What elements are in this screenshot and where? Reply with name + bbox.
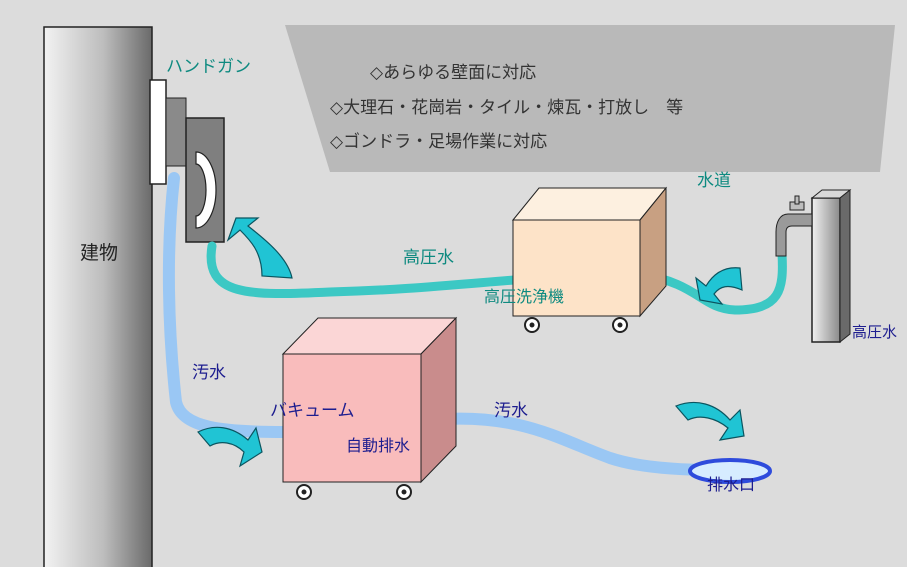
drain-outlet-ring (688, 458, 772, 484)
arrow-to-vacuum-icon (197, 426, 263, 468)
arrow-to-hand-gun-icon (226, 217, 293, 279)
tap-water-label: 水道 (697, 171, 731, 191)
vacuum-label: バキューム (270, 401, 355, 421)
hand-gun-label: ハンドガン (166, 57, 251, 77)
high-pressure-hose-left (206, 241, 519, 299)
waste-water-left-label: 汚水 (192, 363, 226, 383)
faucet-high-pressure-label: 高圧水 (852, 323, 898, 341)
high-pressure-washer-box (511, 186, 668, 318)
high-pressure-washer-wheels (524, 317, 628, 333)
vacuum-box (281, 316, 458, 484)
waste-water-hose-right (424, 412, 721, 476)
waste-water-right-label: 汚水 (494, 401, 528, 421)
hand-gun-back-plate (165, 97, 187, 167)
feature-notes-banner (285, 25, 895, 172)
wall-strip (149, 79, 167, 185)
high-pressure-washer-label: 高圧洗浄機 (484, 287, 565, 306)
high-pressure-hose-right (635, 249, 787, 315)
vacuum-wheels (296, 484, 412, 500)
faucet-pole-side (839, 188, 851, 344)
auto-drain-label: 自動排水 (346, 436, 411, 455)
drain-outlet-label: 排水口 (707, 475, 756, 494)
building-label: 建物 (80, 242, 119, 264)
faucet-icon (775, 195, 813, 257)
arrow-to-drain-icon (674, 401, 745, 441)
feature-note-1: ◇あらゆる壁面に対応 (370, 63, 537, 83)
hand-gun-nozzle-guard (195, 151, 217, 229)
building (43, 26, 153, 567)
faucet-pole (811, 197, 841, 343)
feature-note-2: ◇大理石・花崗岩・タイル・煉瓦・打放し 等 (330, 98, 684, 118)
feature-note-3: ◇ゴンドラ・足場作業に対応 (330, 132, 548, 152)
high-pressure-water-label: 高圧水 (403, 248, 454, 268)
arrow-from-faucet-icon (695, 267, 743, 305)
